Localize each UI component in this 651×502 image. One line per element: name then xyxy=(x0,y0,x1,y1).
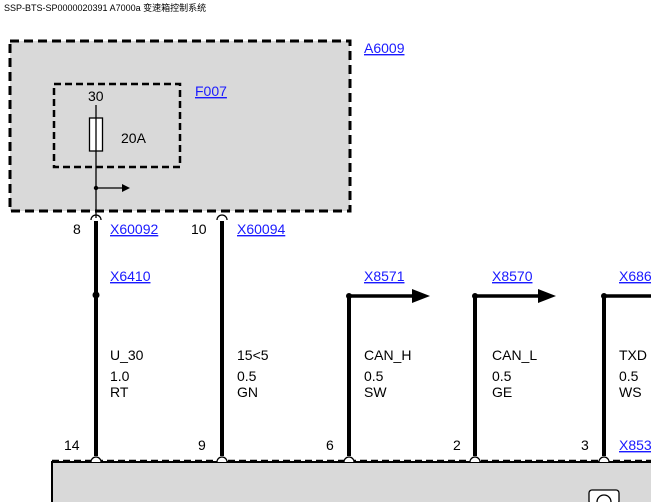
can-h-arrow-icon xyxy=(412,289,430,303)
fuse-rating: 20A xyxy=(121,130,147,146)
svg-text:GE: GE xyxy=(492,384,512,400)
svg-text:0.5: 0.5 xyxy=(364,368,384,384)
arrow-right-icon xyxy=(122,184,130,192)
wire-label-txd: TXD 0.5 WS xyxy=(619,347,647,400)
wire-label-15-5: 15<5 0.5 GN xyxy=(237,347,269,400)
svg-text:0.5: 0.5 xyxy=(492,368,512,384)
bottom-pin-14-socket-icon xyxy=(90,456,102,463)
svg-text:CAN_L: CAN_L xyxy=(492,347,537,363)
fuse-pin-label: 30 xyxy=(88,88,104,104)
bottom-module-box xyxy=(51,461,651,502)
svg-text:0.5: 0.5 xyxy=(237,368,257,384)
svg-text:15<5: 15<5 xyxy=(237,347,269,363)
connector-x853-link[interactable]: X853 xyxy=(619,437,651,453)
svg-text:TXD: TXD xyxy=(619,347,647,363)
svg-text:SW: SW xyxy=(364,384,387,400)
fuse-f007-link[interactable]: F007 xyxy=(195,83,227,99)
diagram-header-title: SSP-BTS-SP0000020391 A7000a 变速箱控制系统 xyxy=(4,2,206,13)
connector-pin-10: 10 xyxy=(191,221,207,237)
bottom-pin-9: 9 xyxy=(198,437,206,453)
connector-x8570-link[interactable]: X8570 xyxy=(492,268,533,284)
bottom-pin-9-socket-icon xyxy=(216,456,228,463)
component-symbol-ring-icon xyxy=(596,494,612,502)
pin-8-socket-icon xyxy=(90,214,102,221)
svg-text:WS: WS xyxy=(619,384,642,400)
splice-x6410-link[interactable]: X6410 xyxy=(110,268,151,284)
svg-text:0.5: 0.5 xyxy=(619,368,639,384)
svg-text:1.0: 1.0 xyxy=(110,368,130,384)
wire-label-can-l: CAN_L 0.5 GE xyxy=(492,347,537,400)
pin-10-socket-icon xyxy=(216,214,228,221)
svg-text:RT: RT xyxy=(110,384,129,400)
bottom-pin-6-socket-icon xyxy=(343,456,355,463)
wire-label-can-h: CAN_H 0.5 SW xyxy=(364,347,411,400)
svg-text:GN: GN xyxy=(237,384,258,400)
splice-dot xyxy=(92,291,100,299)
connector-pin-8: 8 xyxy=(73,221,81,237)
svg-text:U_30: U_30 xyxy=(110,347,144,363)
bottom-pin-2: 2 xyxy=(453,437,461,453)
component-symbol-icon xyxy=(588,489,620,502)
svg-text:CAN_H: CAN_H xyxy=(364,347,411,363)
connector-x686-link[interactable]: X686 xyxy=(619,268,651,284)
bottom-pin-3: 3 xyxy=(581,437,589,453)
wire-label-u30: U_30 1.0 RT xyxy=(110,347,144,400)
bottom-pin-6: 6 xyxy=(326,437,334,453)
fuse-f007-box xyxy=(52,82,182,169)
bottom-pin-2-socket-icon xyxy=(469,456,481,463)
bottom-pin-3-socket-icon xyxy=(598,456,610,463)
can-l-arrow-icon xyxy=(538,289,556,303)
connector-x60094-link[interactable]: X60094 xyxy=(237,221,285,237)
module-a6009-link[interactable]: A6009 xyxy=(364,40,405,56)
connector-x8571-link[interactable]: X8571 xyxy=(364,268,405,284)
bottom-pin-14: 14 xyxy=(64,437,80,453)
connector-x60092-link[interactable]: X60092 xyxy=(110,221,158,237)
